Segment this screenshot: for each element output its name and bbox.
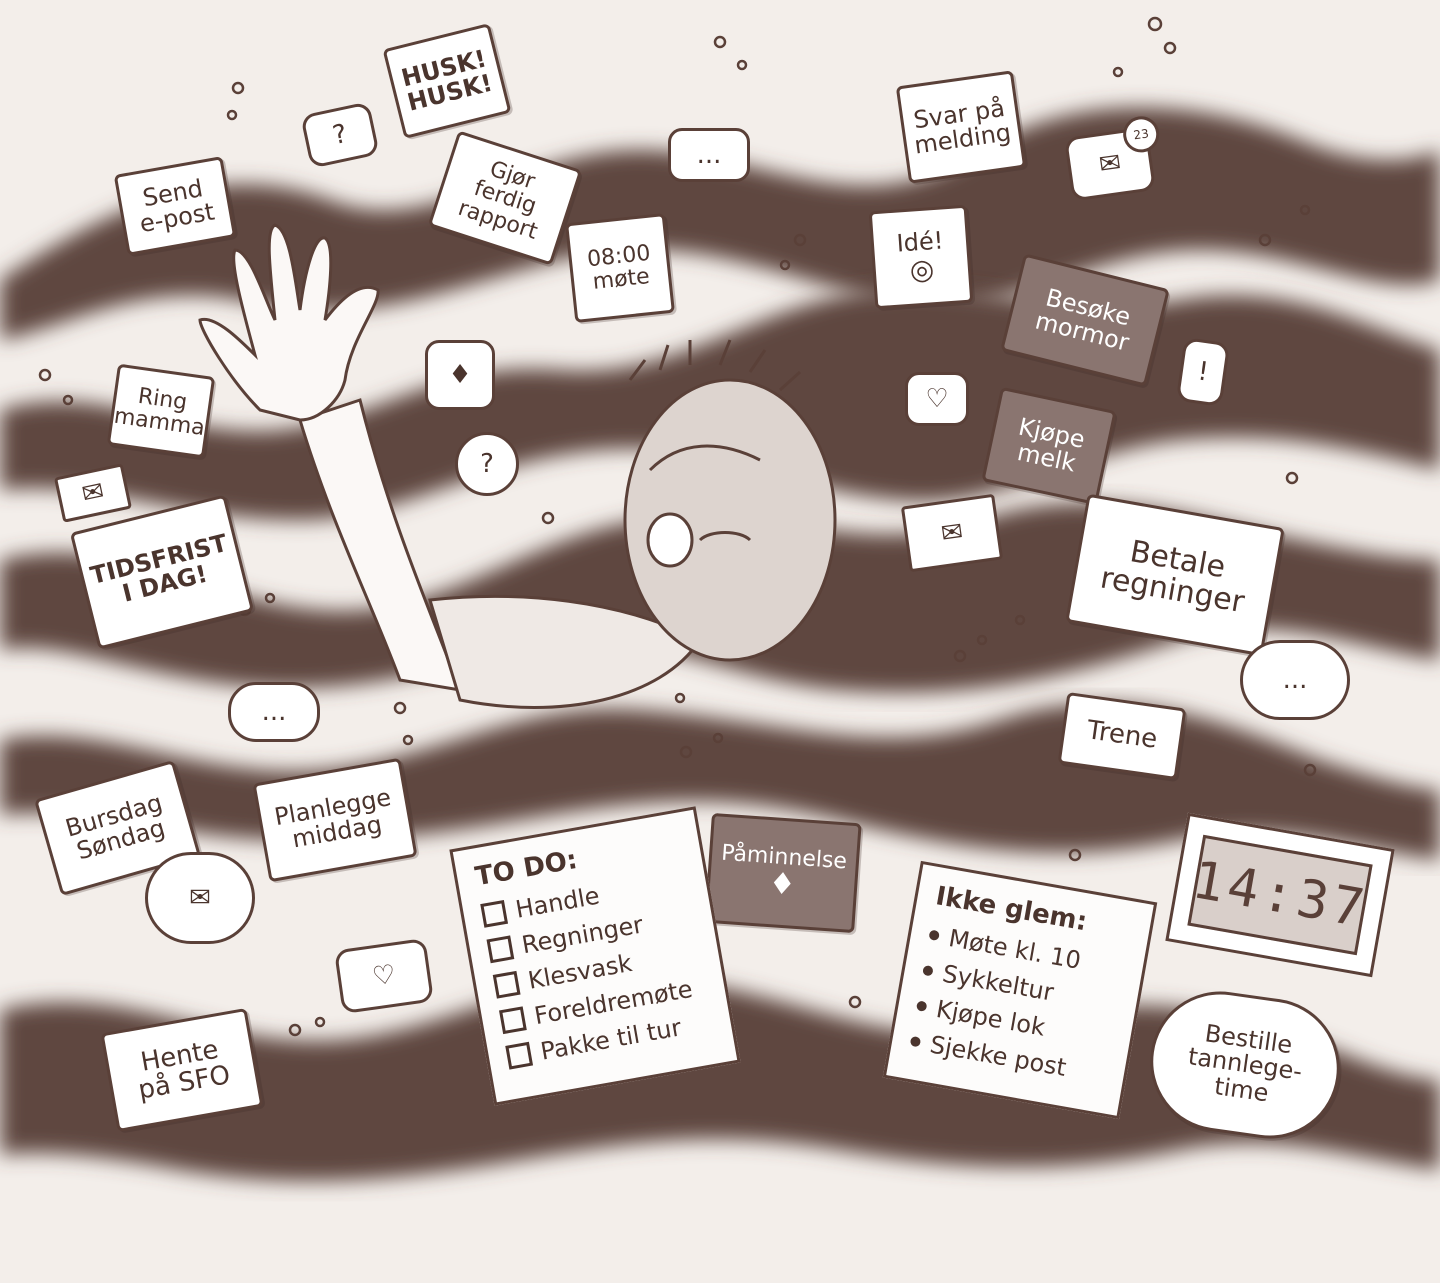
question-mark: ?: [480, 449, 494, 479]
note-line: møte: [591, 264, 651, 295]
exclamation-bubble-icon: !: [1175, 337, 1231, 407]
bullet-icon: [928, 929, 940, 942]
todo-items: Handle Regninger Klesvask Foreldremøte P…: [480, 866, 715, 1072]
envelope-icon: ✉: [900, 493, 1004, 573]
clock-time: 14:37: [1187, 834, 1373, 956]
dots: ...: [261, 697, 287, 727]
heart-icon: ♡: [925, 384, 949, 414]
bell-bubble-icon: ♦: [425, 340, 495, 410]
typing-bubble-icon: ...: [1240, 640, 1350, 720]
todo-item-label: Handle: [513, 881, 602, 924]
heart-bubble-icon: ♡: [905, 372, 969, 426]
ikke-glem-items: Møte kl. 10 Sykkeltur Kjøpe lok Sjekke p…: [908, 921, 1127, 1089]
mail-badge-icon: ✉ 23: [1063, 114, 1162, 202]
bullet-icon: [915, 1000, 928, 1012]
lightbulb-icon: ◎: [908, 252, 936, 287]
todo-list-note: TO DO: Handle Regninger Klesvask Foreldr…: [449, 806, 741, 1106]
heart-icon: ♡: [370, 959, 398, 993]
question-mark: ?: [330, 118, 350, 152]
typing-bubble-icon: ...: [668, 128, 750, 182]
checkbox-icon: [486, 935, 515, 964]
dots: ...: [1282, 665, 1308, 695]
bullet-icon: [909, 1035, 922, 1048]
note-ide: Idé!◎: [868, 204, 974, 310]
envelope-bubble-icon: ✉: [145, 852, 255, 944]
envelope-icon: ✉: [1097, 147, 1123, 181]
bell-icon: ♦: [448, 360, 472, 390]
checkbox-icon: [499, 1006, 527, 1035]
note-paminnelse: Påminnelse♦: [704, 812, 862, 934]
raised-hand: [198, 223, 380, 422]
question-circle-icon: ?: [455, 432, 519, 496]
checkbox-icon: [505, 1041, 534, 1070]
dots: ...: [696, 140, 722, 170]
checkbox-icon: [492, 970, 521, 999]
checkbox-icon: [480, 899, 509, 928]
heart-bubble-icon: ♡: [333, 937, 435, 1015]
bullet-icon: [922, 964, 934, 977]
air-bubbles: [38, 16, 1317, 1037]
ikke-glem-note: Ikke glem: Møte kl. 10 Sykkeltur Kjøpe l…: [882, 860, 1158, 1120]
raised-arm: [298, 398, 463, 692]
typing-bubble-icon: ...: [228, 682, 320, 742]
envelope-icon: ✉: [189, 883, 211, 913]
exclamation-mark: !: [1195, 356, 1211, 388]
note-line: Trene: [1085, 715, 1160, 756]
